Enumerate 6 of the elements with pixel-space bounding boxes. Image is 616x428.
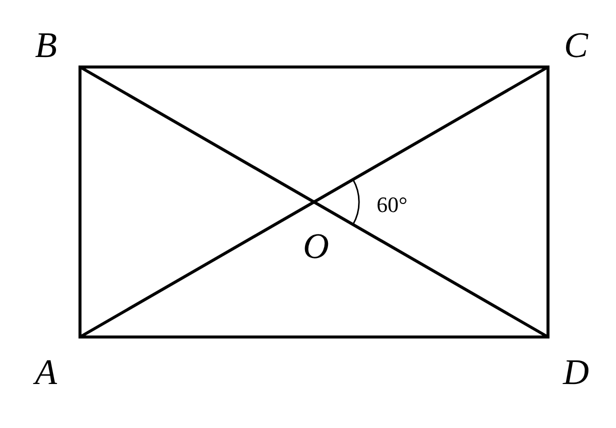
angle-label: 60° (376, 194, 408, 216)
point-label: O (303, 228, 329, 264)
point-label: D (563, 354, 589, 390)
point-label: C (564, 27, 588, 63)
point-label: A (35, 354, 57, 390)
point-label: B (35, 27, 57, 63)
